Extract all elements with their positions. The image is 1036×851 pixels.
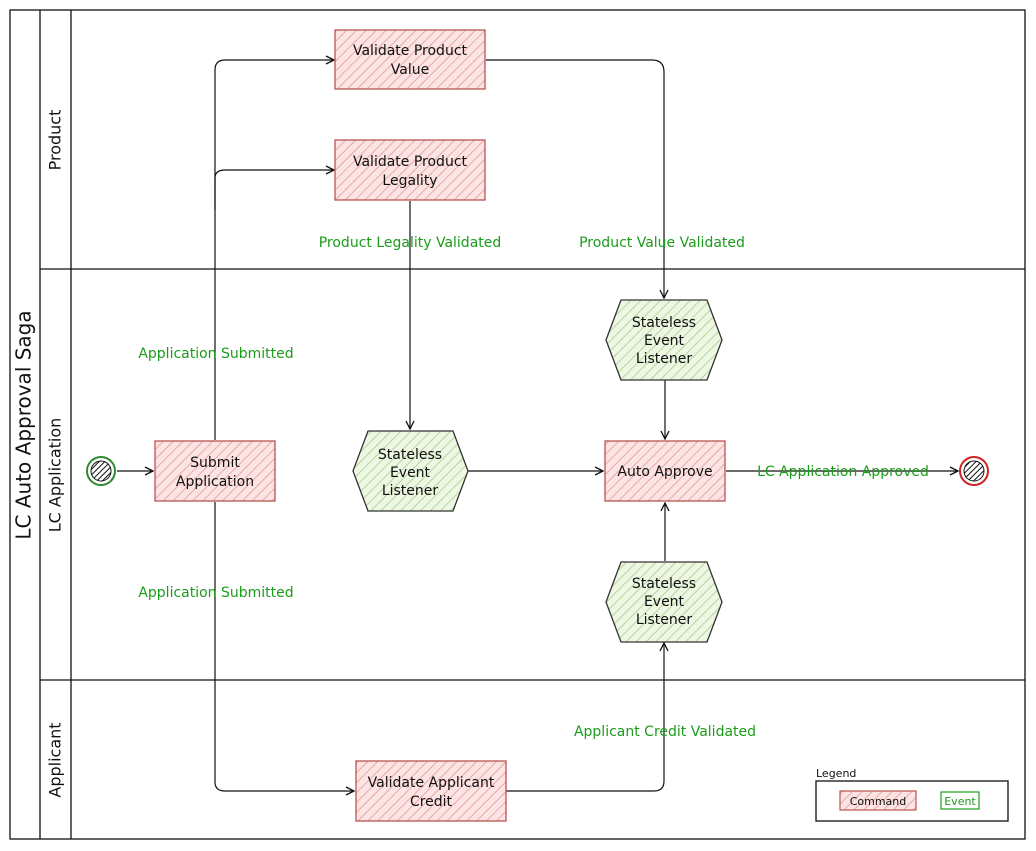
command-auto-approve: Auto Approve <box>604 440 726 502</box>
legend: Legend Command Event <box>815 767 1009 822</box>
listener-middle: Stateless Event Listener <box>352 430 469 512</box>
command-label-line1: Submit <box>190 455 240 471</box>
end-event <box>959 456 989 486</box>
listener-top: Stateless Event Listener <box>605 299 723 381</box>
listener-label-line3: Listener <box>636 351 693 367</box>
event-applicant-credit-validated: Applicant Credit Validated <box>574 724 756 740</box>
listener-label-line1: Stateless <box>632 315 696 331</box>
pool <box>9 9 1026 840</box>
command-label-line1: Validate Product <box>353 43 468 59</box>
command-label-line2: Value <box>391 62 429 78</box>
listener-label-line2: Event <box>390 465 431 481</box>
flow-submit-to-applicant-credit <box>214 502 354 791</box>
command-label-line2: Legality <box>382 173 437 189</box>
lane-label-applicant: Applicant <box>46 722 65 797</box>
command-label-line1: Validate Product <box>353 154 468 170</box>
lane-label-product: Product <box>46 110 65 171</box>
listener-label-line2: Event <box>644 594 685 610</box>
command-validate-product-value: Validate Product Value <box>334 29 486 90</box>
legend-title: Legend <box>816 767 856 780</box>
event-lc-application-approved: LC Application Approved <box>757 464 929 480</box>
command-validate-applicant-credit: Validate Applicant Credit <box>355 760 507 822</box>
listener-label-line2: Event <box>644 333 685 349</box>
pool-title: LC Auto Approval Saga <box>12 310 36 539</box>
command-submit-application: Submit Application <box>154 440 276 502</box>
listener-label-line3: Listener <box>636 612 693 628</box>
command-label-line1: Validate Applicant <box>368 775 495 791</box>
event-application-submitted-down: Application Submitted <box>138 585 293 601</box>
start-event <box>86 456 116 486</box>
listener-label-line1: Stateless <box>632 576 696 592</box>
command-label-line1: Auto Approve <box>617 464 712 480</box>
command-validate-product-legality: Validate Product Legality <box>334 139 486 201</box>
command-label-line2: Credit <box>410 794 453 810</box>
connectors <box>117 60 958 791</box>
listener-label-line1: Stateless <box>378 447 442 463</box>
event-product-value-validated: Product Value Validated <box>579 235 745 251</box>
legend-command-label: Command <box>850 795 907 808</box>
event-product-legality-validated: Product Legality Validated <box>319 235 502 251</box>
flow-value-to-listener <box>486 59 664 298</box>
flow-submit-to-product-legality <box>214 170 334 210</box>
listener-label-line3: Listener <box>382 483 439 499</box>
lane-label-lc-application: LC Application <box>46 418 65 533</box>
command-label-line2: Application <box>176 474 254 490</box>
flow-credit-to-listener <box>506 643 664 792</box>
flow-submit-to-product-value <box>214 60 334 440</box>
legend-event-label: Event <box>944 795 976 808</box>
listener-bottom: Stateless Event Listener <box>605 561 723 643</box>
event-application-submitted-up: Application Submitted <box>138 346 293 362</box>
